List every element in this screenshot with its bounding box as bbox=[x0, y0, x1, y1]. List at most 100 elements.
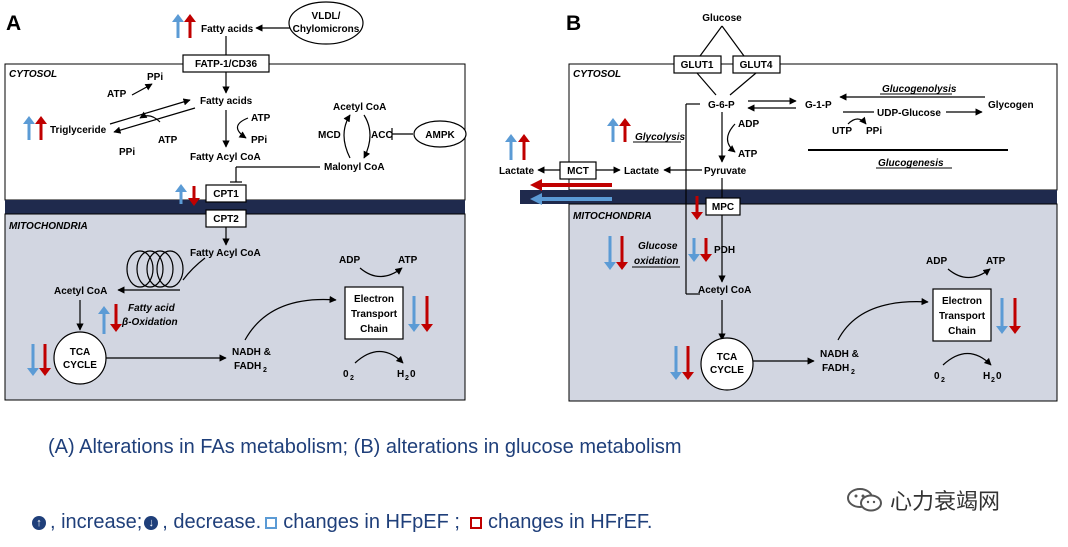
panel-a-label: A bbox=[6, 12, 21, 35]
mitochondrial-membrane-b bbox=[520, 190, 1057, 204]
acetyl-coa-top: Acetyl CoA bbox=[333, 102, 386, 113]
pdh-label: PDH bbox=[714, 245, 735, 256]
atp-etc-label: ATP bbox=[398, 255, 418, 266]
cytosol-label: CYTOSOL bbox=[9, 69, 57, 80]
svg-text:2: 2 bbox=[941, 377, 945, 384]
svg-text:2: 2 bbox=[991, 377, 995, 384]
mct-label: MCT bbox=[567, 166, 589, 177]
etc-label-b-2: Transport bbox=[939, 311, 986, 322]
hfpef-swatch bbox=[265, 516, 278, 529]
glut4-transporter bbox=[732, 55, 781, 74]
svg-text:2: 2 bbox=[405, 375, 409, 382]
glut1-label: GLUT1 bbox=[681, 60, 714, 71]
fatty-acids-uptake-indicator bbox=[172, 14, 196, 38]
mpc-indicator bbox=[691, 196, 703, 220]
triglyceride-indicator bbox=[23, 116, 47, 140]
nadh-label-b-1: NADH & bbox=[820, 349, 859, 360]
legend-hfpef: changes in HFpEF ; bbox=[283, 511, 460, 533]
glycolysis-label: Glycolysis bbox=[635, 132, 685, 143]
tca-label-1: TCA bbox=[70, 347, 91, 358]
mpc-label: MPC bbox=[712, 202, 734, 213]
cytosol-region-b bbox=[568, 63, 1058, 191]
vldl-label-1: VLDL/ bbox=[312, 11, 341, 22]
legend: ↑ , increase; ↓ , decrease. changes in H… bbox=[32, 511, 652, 534]
beta-oxidation-spiral-icon bbox=[126, 250, 184, 288]
legend-decrease: , decrease. bbox=[162, 511, 262, 533]
etc-label-b-3: Chain bbox=[948, 326, 976, 337]
tca-label-b-2: CYCLE bbox=[710, 365, 744, 376]
acetyl-coa-label-b: Acetyl CoA bbox=[698, 285, 751, 296]
svg-text:2: 2 bbox=[263, 367, 267, 374]
lactate-in-label: Lactate bbox=[624, 166, 659, 177]
legend-hfref: changes in HFrEF. bbox=[487, 511, 653, 533]
hfref-swatch bbox=[469, 516, 482, 529]
h2o-tail: 0 bbox=[410, 369, 416, 380]
beta-oxidation-indicator bbox=[98, 304, 122, 334]
wechat-logo-icon bbox=[847, 488, 882, 512]
lactate-indicator bbox=[505, 134, 530, 160]
fatty-acyl-coa: Fatty Acyl CoA bbox=[190, 152, 261, 163]
vldl-label-2: Chylomicrons bbox=[293, 24, 360, 35]
legend-increase: , increase; bbox=[50, 511, 143, 533]
mitochondrial-membrane bbox=[5, 200, 465, 214]
tca-label-2: CYCLE bbox=[63, 360, 97, 371]
ampk-label: AMPK bbox=[425, 130, 455, 141]
udp-glucose-label: UDP-Glucose bbox=[877, 108, 941, 119]
fatty-acids-mid: Fatty acids bbox=[200, 96, 253, 107]
svg-text:2: 2 bbox=[350, 375, 354, 382]
lactate-efflux-arrows bbox=[530, 179, 612, 205]
up-arrow-icon: ↑ bbox=[32, 515, 46, 530]
adp-label: ADP bbox=[339, 255, 360, 266]
panel-b-label: B bbox=[566, 12, 581, 35]
atp-etc-label-b: ATP bbox=[986, 256, 1006, 267]
etc-box-b bbox=[932, 288, 992, 342]
beta-oxidation-2: β-Oxidation bbox=[121, 317, 178, 328]
tca-cycle-node-b bbox=[700, 337, 754, 391]
mpc-transporter bbox=[705, 197, 741, 216]
adp-label-b: ADP bbox=[738, 119, 759, 130]
glycolysis-indicator bbox=[607, 118, 631, 142]
utp-label: UTP bbox=[832, 126, 852, 137]
etc-label-1: Electron bbox=[354, 294, 394, 305]
nadh-label-2: FADH bbox=[234, 361, 261, 372]
cytosol-label-b: CYTOSOL bbox=[573, 69, 621, 80]
ppi-tg: PPi bbox=[119, 147, 135, 158]
ppi-label-b: PPi bbox=[866, 126, 882, 137]
glucose-oxidation-indicator bbox=[604, 236, 628, 270]
cytosol-region bbox=[4, 63, 466, 201]
panel-b: B CYTOSOL MITOCHONDRIA Glucose GLUT1 GLU… bbox=[499, 12, 1058, 402]
fatty-acyl-coa-mito: Fatty Acyl CoA bbox=[190, 248, 261, 259]
tca-label-b-1: TCA bbox=[717, 352, 738, 363]
lactate-out-label: Lactate bbox=[499, 166, 534, 177]
g6p-label: G-6-P bbox=[708, 100, 735, 111]
cpt2-label: CPT2 bbox=[213, 214, 239, 225]
pdh-indicator bbox=[688, 238, 712, 262]
acc-label: ACC bbox=[371, 130, 393, 141]
nadh-label-b-2: FADH bbox=[822, 363, 849, 374]
etc-indicator bbox=[408, 296, 433, 332]
etc-label-2: Transport bbox=[351, 309, 398, 320]
watermark: 心力衰竭网 bbox=[846, 484, 1000, 516]
nadh-label-1: NADH & bbox=[232, 347, 271, 358]
glycogen-label: Glycogen bbox=[988, 100, 1034, 111]
down-arrow-icon: ↓ bbox=[144, 515, 159, 530]
glucogenolysis-label: Glucogenolysis bbox=[882, 84, 957, 95]
o2-label: 0 bbox=[343, 369, 349, 380]
tca-indicator bbox=[27, 344, 51, 376]
metabolism-diagram: A CYTOSOL MITOCHONDRIA Fatty acids VLDL/… bbox=[4, 1, 1058, 402]
acetyl-coa: Acetyl CoA bbox=[54, 286, 107, 297]
etc-indicator-b bbox=[996, 298, 1021, 334]
etc-label-b-1: Electron bbox=[942, 296, 982, 307]
glut4-label: GLUT4 bbox=[740, 60, 773, 71]
glucose-ox-label-1: Glucose bbox=[638, 241, 678, 252]
vldl-node bbox=[288, 1, 364, 45]
malonyl-coa: Malonyl CoA bbox=[324, 162, 385, 173]
panel-a: A CYTOSOL MITOCHONDRIA Fatty acids VLDL/… bbox=[4, 1, 467, 401]
ppi-right: PPi bbox=[251, 135, 267, 146]
ppi-left: PPi bbox=[147, 72, 163, 83]
fatty-acids-top: Fatty acids bbox=[201, 24, 254, 35]
o2-label-b: 0 bbox=[934, 371, 940, 382]
figure-caption: (A) Alterations in FAs metabolism; (B) a… bbox=[48, 436, 682, 458]
glucogenesis-label: Glucogenesis bbox=[878, 158, 944, 169]
glucose-label: Glucose bbox=[702, 13, 742, 24]
